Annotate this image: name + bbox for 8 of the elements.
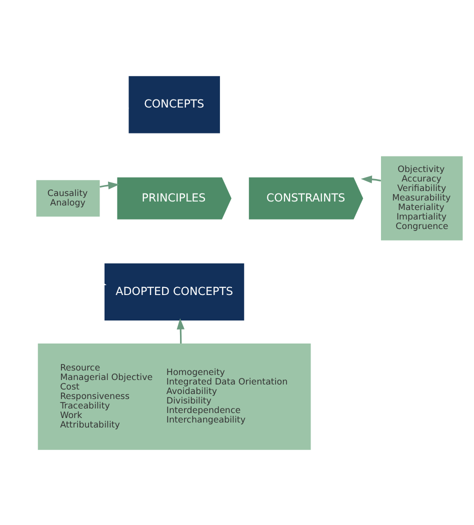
node-box: Objectivity Accuracy Verifiability Measurability Materiality Impartiality Congruence <box>380 156 463 240</box>
arrow <box>100 181 120 189</box>
arrow <box>360 174 382 183</box>
node-box: ADOPTED CONCEPTS <box>104 262 244 320</box>
node-box: Resource Managerial Objective Cost Responsiveness Traceability Work Attributability Homogeneity Integrated Data Orientation Avoidability Divisibility Interdependence Interchangeability <box>38 343 311 450</box>
node-box: CONCEPTS <box>128 76 220 133</box>
arrow <box>176 318 185 344</box>
node-box: Causality Analogy <box>36 180 100 216</box>
